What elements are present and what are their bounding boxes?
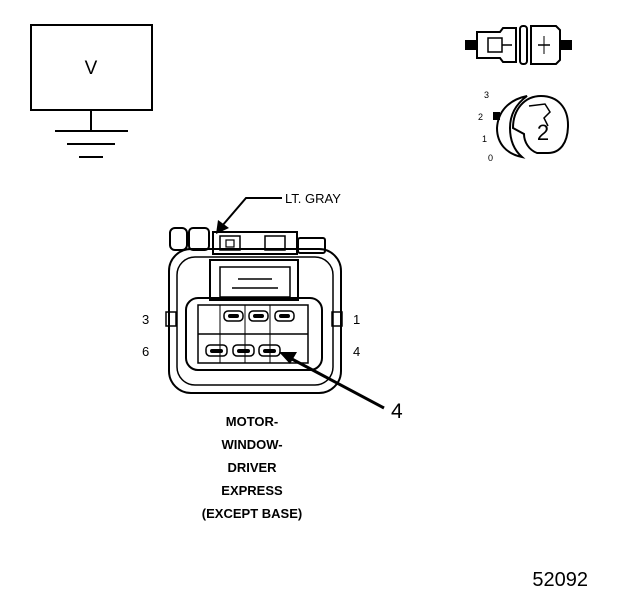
connector-face (165, 227, 343, 394)
ignition-switch-icon: 3 2 1 0 2 (478, 90, 570, 163)
key-position-3: 3 (484, 90, 489, 100)
ground-icon (55, 130, 128, 158)
component-line-5: (EXCEPT BASE) (202, 506, 302, 521)
component-line-3: DRIVER (227, 460, 277, 475)
pin-label-1: 1 (353, 312, 360, 327)
callout-arrow (279, 352, 385, 410)
key-position-1: 1 (482, 134, 487, 144)
voltmeter-label: V (85, 58, 98, 79)
component-line-4: EXPRESS (221, 483, 283, 498)
key-position-2: 2 (478, 112, 483, 122)
wire-color-leader: LT. GRAY (216, 191, 341, 234)
wire-color-label: LT. GRAY (285, 191, 341, 206)
voltmeter-symbol: V (30, 24, 153, 158)
component-line-2: WINDOW- (221, 437, 282, 452)
pin-label-4: 4 (353, 344, 360, 359)
component-line-1: MOTOR- (226, 414, 278, 429)
pin-label-6: 6 (142, 344, 149, 359)
connector-disconnect-icon (465, 25, 572, 65)
key-position-0: 0 (488, 153, 493, 163)
component-description: MOTOR- WINDOW- DRIVER EXPRESS (EXCEPT BA… (202, 414, 302, 521)
key-step-number: 2 (537, 120, 549, 145)
figure-number: 52092 (532, 569, 588, 591)
callout-number: 4 (391, 400, 403, 423)
pin-label-3: 3 (142, 312, 149, 327)
